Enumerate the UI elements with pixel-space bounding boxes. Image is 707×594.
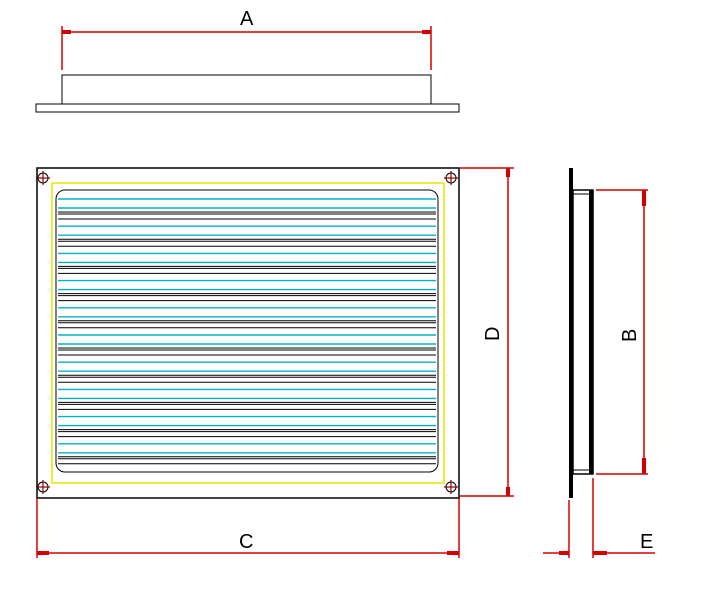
louver-slat [58,361,436,383]
side-view [569,168,594,498]
dimension-b: B [596,189,648,475]
screw-hole-top-right [444,171,458,185]
louver-slat [58,443,436,465]
dimension-b-label: B [619,329,641,342]
front-view [36,167,460,499]
louver-slat [58,198,436,220]
louver-slats [58,198,436,465]
louver-slat [58,225,436,247]
dimension-e: E [543,478,655,558]
dimension-c: C [36,498,460,558]
louver-slat [58,388,436,410]
louver-slat [58,334,436,356]
louver-slat [58,252,436,274]
dimension-a-label: A [240,8,254,30]
top-view-body [61,74,432,105]
top-view [35,74,460,113]
side-view-flange [569,168,573,498]
dimension-d-label: D [482,327,504,341]
louver-slat [58,307,436,329]
dimension-e-label: E [640,531,653,553]
louver-slat [58,415,436,438]
dimension-d: D [460,167,514,497]
louver-opening [55,189,439,473]
screw-hole-bottom-right [444,480,458,494]
dimension-a: A [61,8,432,70]
top-view-flange [35,103,460,113]
front-frame-outer [36,167,460,499]
louver-slat [58,279,436,302]
front-frame-inner [51,182,445,484]
dimension-c-label: C [239,531,253,553]
screw-hole-top-left [36,171,50,185]
screw-hole-bottom-left [36,480,50,494]
